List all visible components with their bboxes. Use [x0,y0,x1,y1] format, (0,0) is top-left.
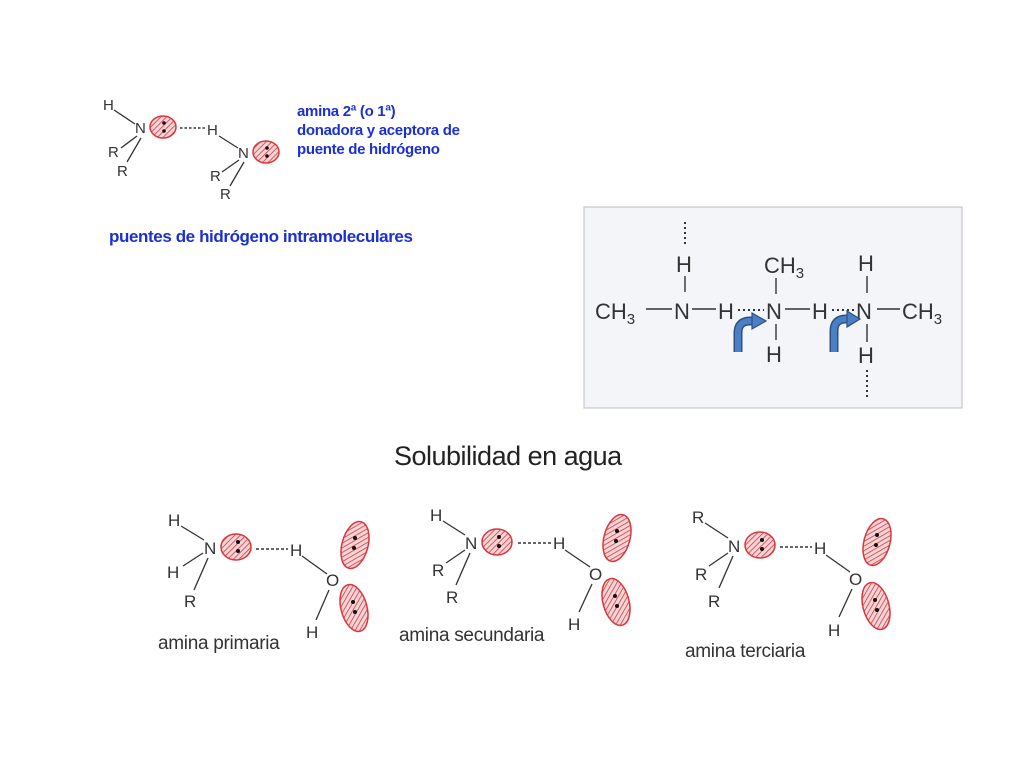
atom-n: N [465,534,477,553]
lone-pair-lobe [602,513,632,563]
atom-r: R [108,144,119,161]
caption-line: amina 2ª (o 1ª) [297,103,396,120]
lone-pair-lobe [339,583,369,633]
atom-r: R [446,588,458,607]
caption-line: puente de hidrógeno [297,141,440,158]
primary-amine-water: H N H R H O H [167,511,370,642]
atom-r: R [432,561,444,580]
atom-h: H [168,511,180,530]
atom-n: N [204,539,216,558]
atom-h: H [676,252,692,277]
lone-pair-lobe [481,528,513,556]
lone-pair-lobe [149,115,177,139]
atom-h: H [103,97,114,114]
atom-r: R [692,508,704,527]
top-caption: amina 2ª (o 1ª) donadora y aceptora de p… [297,102,460,159]
secondary-amine-label: amina secundaria [399,625,545,646]
lone-pair-lobe [861,581,891,631]
atom-h: H [858,343,874,368]
top-amine-dimer: H N R R H N R R [103,97,280,203]
tertiary-amine-label: amina terciaria [685,641,806,662]
atom-h: H [568,615,580,634]
atom-h: H [290,541,302,560]
atom-h: H [306,623,318,642]
atom-o: O [589,565,602,584]
atom-n: N [766,299,782,324]
lone-pair-lobe [220,533,252,561]
methylamine-network-panel: H CH3 N H CH3 N H H H N H CH3 [583,206,963,409]
atom-h: H [858,251,874,276]
atom-h: H [207,122,218,139]
atom-h: H [553,534,565,553]
atom-r: R [708,592,720,611]
lone-pair-lobe [340,520,370,570]
atom-h: H [828,621,840,640]
tertiary-amine-water: R N R R H O H [692,508,892,640]
lone-pair-lobe [601,577,631,627]
atom-h: H [430,506,442,525]
atom-n: N [135,120,146,137]
atom-r: R [210,168,221,185]
methyl-group: CH3 [902,299,942,328]
atom-h: H [766,342,782,367]
atom-n: N [674,299,690,324]
secondary-amine-water: H N R R H O H [430,506,632,634]
methyl-group: CH3 [764,253,804,282]
electron-pair-arrow [829,309,862,352]
atom-h: H [814,539,826,558]
atom-h: H [167,563,179,582]
atom-r: R [184,592,196,611]
methyl-group: CH3 [595,299,635,328]
atom-n: N [856,299,872,324]
caption-line: donadora y aceptora de [297,122,460,139]
atom-o: O [326,571,339,590]
atom-n: N [728,537,740,556]
electron-pair-arrow [733,311,768,352]
atom-r: R [695,565,707,584]
section-title: Solubilidad en agua [394,441,622,471]
lone-pair-lobe [252,140,280,164]
atom-r: R [220,186,231,203]
atom-n: N [238,145,249,162]
primary-amine-label: amina primaria [158,633,280,654]
lone-pair-lobe [744,531,776,559]
lone-pair-lobe [862,517,892,567]
atom-r: R [117,163,128,180]
atom-o: O [849,570,862,589]
intramolecular-caption: puentes de hidrógeno intramoleculares [109,227,413,246]
atom-h: H [718,299,734,324]
atom-h: H [812,299,828,324]
